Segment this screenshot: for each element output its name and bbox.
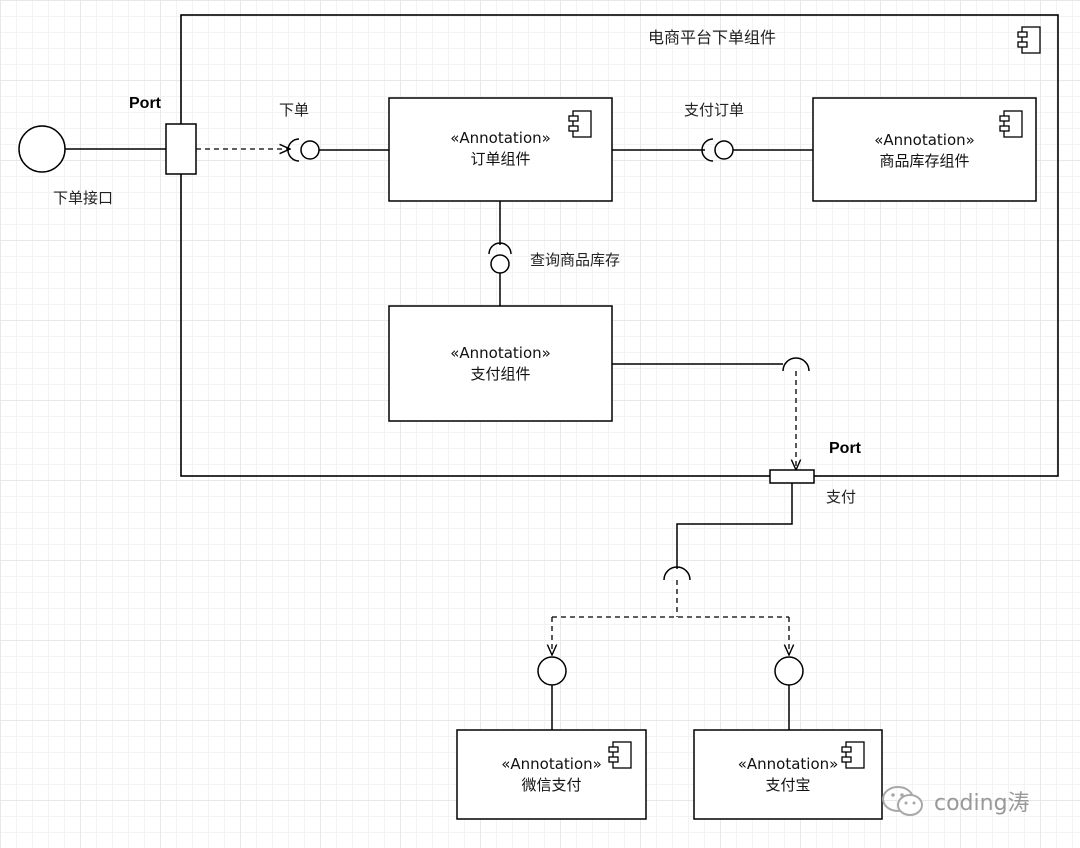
order-component-label: «Annotation» 订单组件: [389, 128, 612, 170]
stock-stereotype: «Annotation»: [874, 131, 975, 149]
order-interface-label: 下单: [279, 101, 310, 119]
wechat-component-label: «Annotation» 微信支付: [457, 754, 646, 796]
wechat-icon: [882, 786, 923, 816]
alipay-ball: [774, 656, 804, 686]
left-port: [165, 123, 197, 175]
query-stock-interface-label: 查询商品库存: [530, 251, 621, 269]
pay-order-interface-label: 支付订单: [684, 101, 745, 119]
left-port-label: Port: [129, 95, 161, 112]
bottom-port-label: Port: [829, 440, 861, 457]
wechat-stereotype: «Annotation»: [501, 755, 602, 773]
wechat-name: 微信支付: [521, 776, 582, 794]
pay-socket: [663, 566, 691, 581]
wechat-ball: [537, 656, 567, 686]
external-interface-label: 下单接口: [53, 189, 114, 207]
stock-name: 商品库存组件: [879, 152, 970, 170]
container-title: 电商平台下单组件: [648, 28, 777, 47]
pay-order-ball: [714, 140, 734, 160]
stock-component-label: «Annotation» 商品库存组件: [813, 130, 1036, 172]
query-stock-socket: [488, 242, 512, 255]
pay-interface-label: 支付: [826, 488, 857, 506]
payment-component-label: «Annotation» 支付组件: [389, 343, 612, 385]
alipay-component-label: «Annotation» 支付宝: [694, 754, 882, 796]
pay-order-socket: [701, 138, 714, 162]
alipay-name: 支付宝: [765, 776, 811, 794]
alipay-stereotype: «Annotation»: [737, 755, 839, 773]
query-stock-ball: [490, 254, 510, 274]
payment-socket: [782, 357, 810, 372]
payment-name: 支付组件: [470, 365, 531, 383]
order-component-box: [388, 97, 613, 202]
external-interface-circle: [18, 125, 66, 173]
pay-route-line: [676, 483, 793, 569]
payment-component-box: [388, 305, 613, 422]
container-box: [180, 14, 1059, 477]
bottom-port: [769, 469, 815, 484]
order-ball: [300, 140, 320, 160]
order-socket: [287, 138, 300, 162]
watermark-text: coding涛: [934, 791, 1030, 816]
payment-stereotype: «Annotation»: [450, 344, 551, 362]
watermark: coding涛: [880, 784, 1030, 818]
order-stereotype: «Annotation»: [450, 129, 551, 147]
stock-component-box: [812, 97, 1037, 202]
component-icon: [1017, 26, 1041, 54]
order-name: 订单组件: [470, 150, 531, 168]
